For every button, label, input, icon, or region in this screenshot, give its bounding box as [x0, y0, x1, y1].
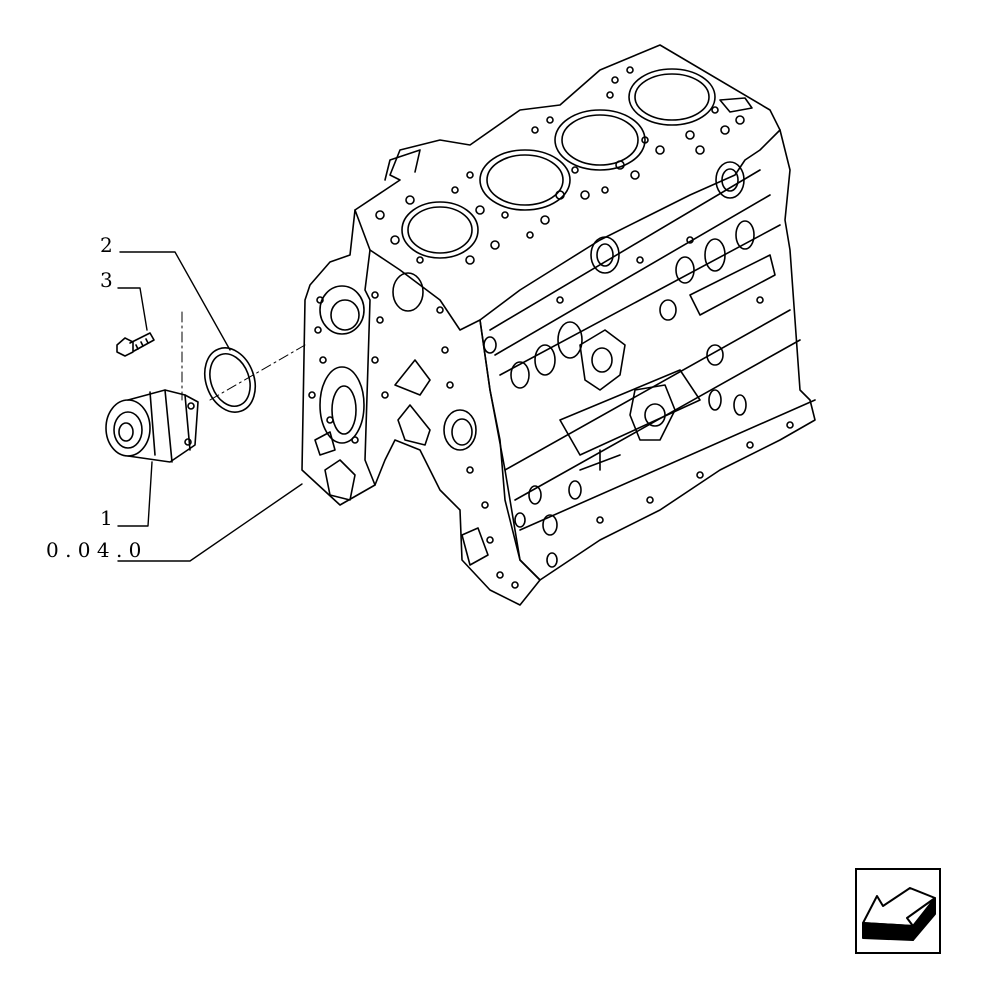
callout-part-1: 1 [100, 506, 113, 530]
leader-lines [117, 251, 303, 562]
water-pump-part [105, 389, 199, 463]
o-ring-part [203, 347, 257, 413]
callout-reference-code: 0 . 0 4 . 0 [46, 538, 142, 562]
back-arrow-icon [855, 868, 941, 954]
callout-part-3: 3 [100, 268, 113, 292]
assembly-axis-lines [181, 311, 306, 401]
back-navigation-button[interactable] [855, 868, 941, 954]
callout-part-2: 2 [100, 233, 113, 257]
engine-block [301, 44, 816, 606]
bolt-part [116, 332, 155, 357]
